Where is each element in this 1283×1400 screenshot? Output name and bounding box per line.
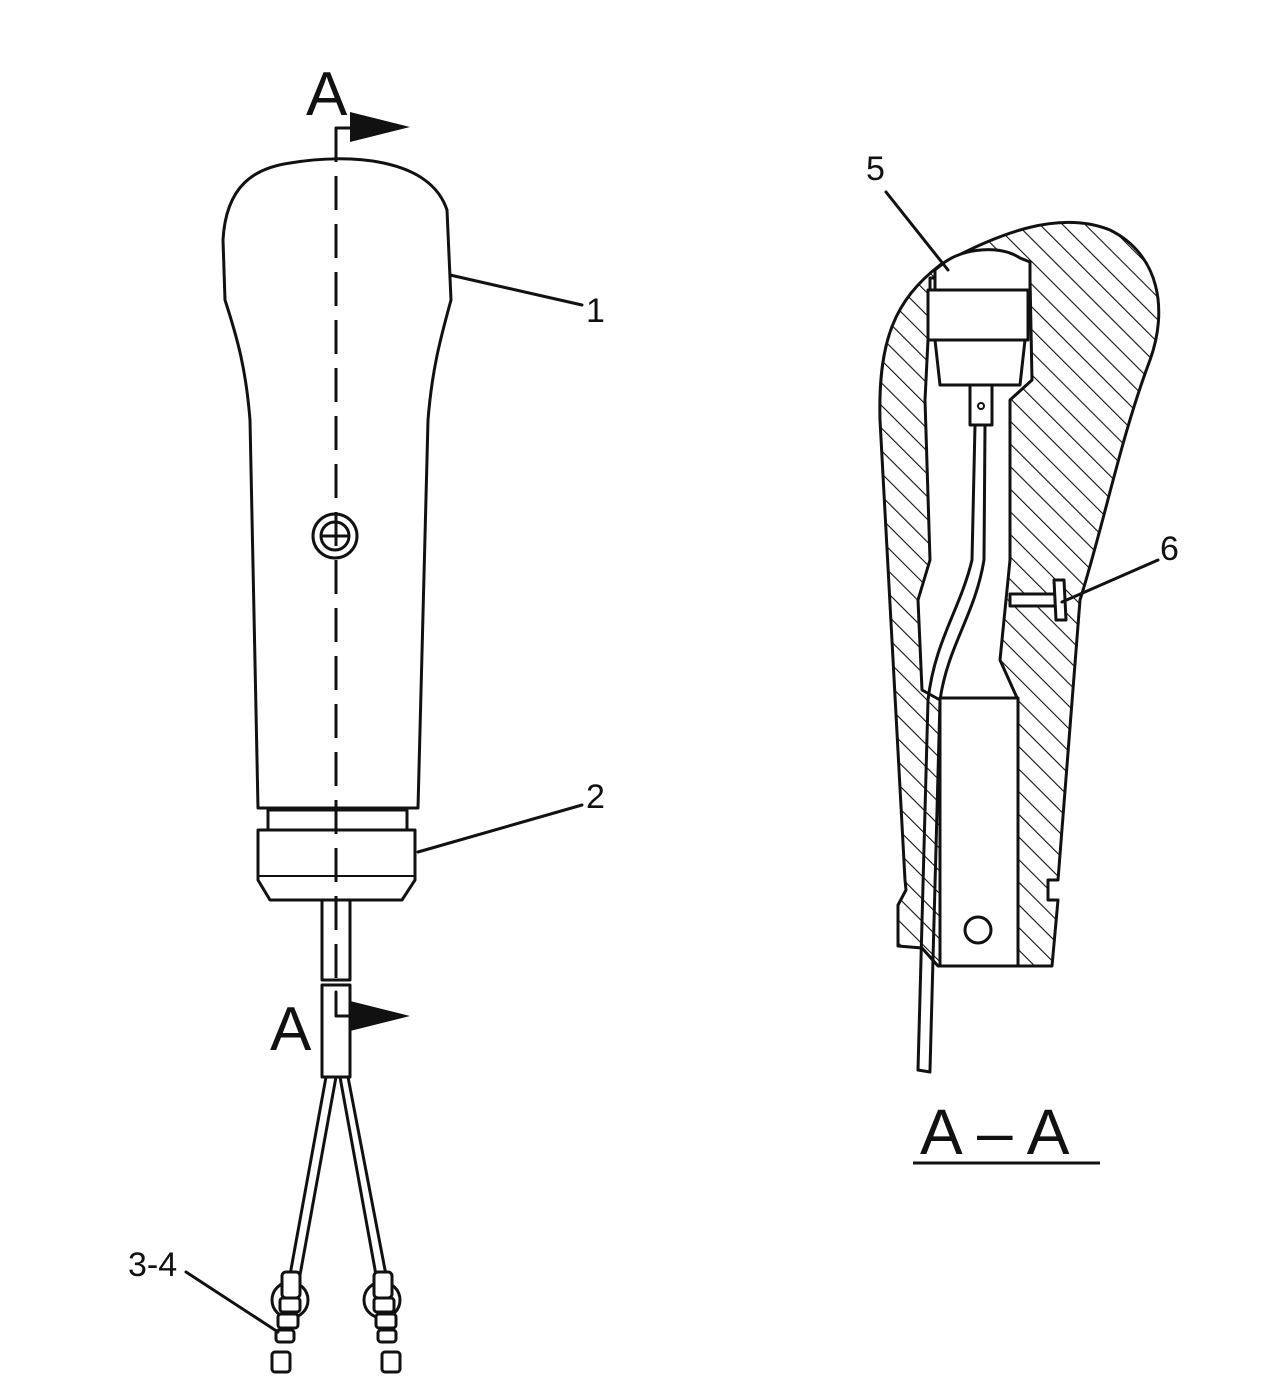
- switch-assembly: [926, 248, 1032, 427]
- wire-leads: [288, 1075, 388, 1277]
- leader-lines: [184, 190, 1160, 1334]
- plunger: [938, 696, 1020, 968]
- connector-left: [270, 1270, 310, 1374]
- callout-6: 6: [1160, 530, 1179, 568]
- callout-2: 2: [586, 778, 605, 816]
- section-mark-top: A: [306, 60, 348, 129]
- connector-right: [362, 1270, 402, 1374]
- callout-1: 1: [586, 292, 605, 330]
- callout-5: 5: [866, 150, 885, 188]
- section-mark-bottom: A: [270, 995, 312, 1064]
- section-line: [334, 112, 410, 1031]
- section-view: [878, 220, 1161, 1165]
- section-arrow-top: [350, 112, 410, 142]
- callout-3-4: 3-4: [128, 1246, 177, 1284]
- set-screw: [1008, 578, 1068, 622]
- section-arrow-bottom: [350, 1001, 410, 1031]
- exterior-view: [221, 112, 453, 1374]
- section-title: A – A: [920, 1096, 1070, 1168]
- pin-hole: [963, 915, 993, 945]
